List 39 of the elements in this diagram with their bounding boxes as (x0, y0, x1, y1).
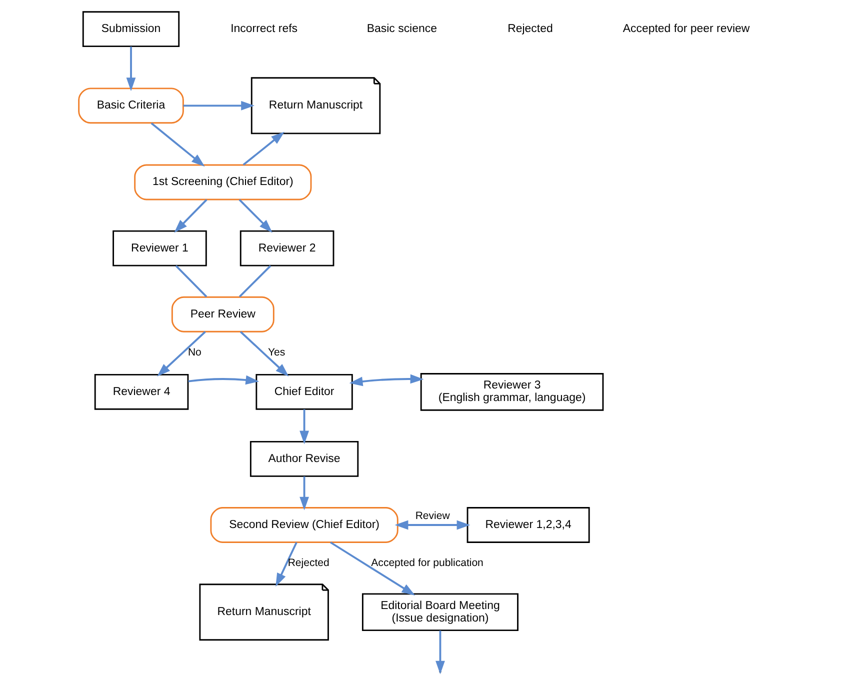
label: Accepted for peer review (622, 23, 750, 36)
connector (238, 265, 271, 298)
arrow (174, 199, 207, 233)
arrow (156, 331, 206, 377)
node-box: Basic Criteria (78, 88, 184, 124)
node-box: Author Revise (249, 440, 358, 477)
arrow (348, 374, 424, 386)
node-box: Editorial Board Meeting (Issue designation) (361, 593, 518, 632)
connector (174, 265, 207, 298)
arrow (188, 375, 259, 385)
edge-label: Rejected (287, 556, 329, 569)
node-box: Reviewer 2 (239, 230, 334, 266)
node-box: Reviewer 3 (English grammar, language) (420, 373, 604, 411)
node-box: Chief Editor (255, 374, 352, 410)
arrow (299, 409, 308, 444)
node-box: Peer Review (170, 296, 274, 332)
arrow (299, 476, 308, 510)
node-box: Reviewer 1,2,3,4 (466, 507, 590, 543)
arrow (238, 199, 272, 233)
label: Basic science (366, 23, 436, 36)
arrow (150, 122, 204, 167)
node-box: 1st Screening (Chief Editor) (134, 164, 312, 200)
arrow (394, 520, 470, 530)
arrow (126, 46, 136, 92)
edge-label: Yes (267, 346, 285, 358)
arrow (242, 132, 284, 166)
node-box: Submission (82, 11, 180, 48)
arrow (330, 542, 415, 596)
node-box: Second Review (Chief Editor) (210, 507, 398, 543)
label: Incorrect refs (230, 23, 298, 36)
node-box: Reviewer 4 (94, 374, 188, 410)
edge-label: Review (414, 510, 450, 522)
label: Rejected (507, 23, 552, 36)
edge-label: Accepted for publication (370, 556, 483, 569)
arrow (275, 542, 297, 587)
edge-label: No (187, 346, 201, 358)
arrow (182, 100, 254, 110)
arrow (239, 331, 288, 377)
node-box: Reviewer 1 (112, 230, 206, 266)
